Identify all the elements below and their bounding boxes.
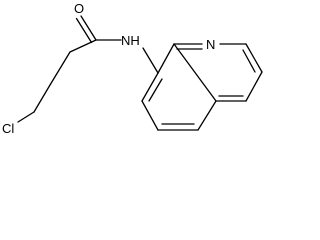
bond-c5-c4a (197, 100, 217, 131)
bond-c2-c3 (49, 51, 71, 86)
bond-cl-c1 (17, 111, 35, 123)
bond-c8-c7 (141, 72, 159, 102)
amide-nitrogen-label: NH (121, 33, 140, 48)
bond-n-c8 (142, 47, 159, 74)
bond-c3-c4 (69, 39, 97, 53)
bond-c8a-c8 (157, 43, 175, 74)
molecule-diagram: O NH N Cl (2, 1, 263, 136)
bond-c4-o-1 (80, 15, 97, 41)
bond-c4-o-2 (75, 17, 93, 44)
bond-c2-c3 (245, 43, 263, 73)
bond-c1-c2 (33, 84, 51, 113)
bond-c3-c4 (245, 71, 263, 102)
oxygen-label: O (74, 1, 84, 16)
ring-nitrogen-label: N (206, 37, 215, 52)
bond-c8-c7-inner (148, 78, 163, 102)
chlorine-label: Cl (2, 121, 14, 136)
bond-c7-c6 (141, 100, 159, 131)
structure-canvas: O NH N Cl (2, 1, 263, 136)
bond-c2-c3-inner (242, 49, 256, 73)
bond-c4a-c8a (173, 43, 217, 102)
